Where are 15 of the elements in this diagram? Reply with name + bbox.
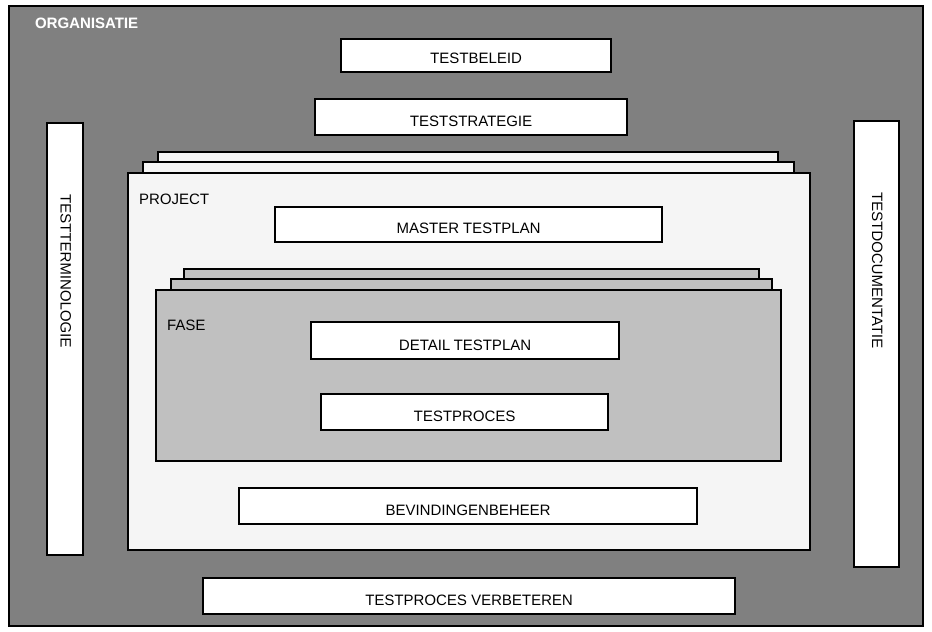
- phase-panel: [155, 289, 782, 462]
- group-title: FASE: [167, 317, 206, 334]
- label-box: TESTSTRATEGIE: [314, 98, 628, 136]
- label-box: BEVINDINGENBEHEER: [238, 487, 698, 525]
- label-box: TESTBELEID: [340, 38, 612, 73]
- label-box: TESTPROCES: [320, 393, 609, 431]
- label-box: MASTER TESTPLAN: [274, 206, 663, 243]
- label-box: TESTPROCES VERBETEREN: [202, 577, 736, 615]
- group-title: ORGANISATIE: [35, 15, 138, 32]
- label-box: DETAIL TESTPLAN: [310, 321, 620, 360]
- vertical-label-box: TESTDOCUMENTATIE: [853, 120, 900, 568]
- project-panel: [127, 172, 811, 551]
- organisation-panel: [8, 5, 924, 627]
- vertical-label-box: TESTTERMINOLOGIE: [46, 122, 84, 556]
- group-title: PROJECT: [139, 191, 210, 208]
